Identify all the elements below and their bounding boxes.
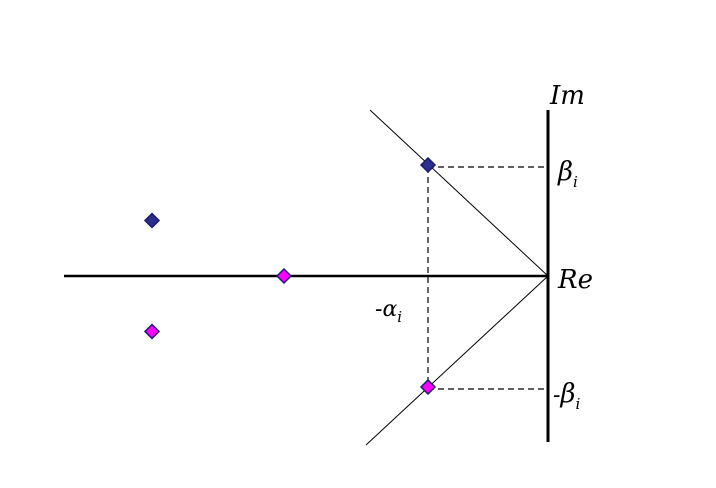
neg-alpha-symbol: α [382, 297, 397, 322]
neg-beta-label: -βi [553, 379, 580, 413]
damping-line-lower [365, 275, 549, 446]
neg-alpha-label: -αi [375, 297, 402, 326]
pole-marker [143, 212, 161, 229]
neg-alpha-subscript: i [397, 308, 402, 326]
real-axis-label: Re [557, 265, 593, 295]
pole-marker [419, 156, 437, 174]
imaginary-axis-label: Im [549, 81, 585, 111]
pole-marker [275, 267, 293, 285]
beta-subscript: i [573, 173, 578, 191]
beta-label: βi [557, 157, 578, 191]
neg-beta-subscript: i [575, 395, 580, 413]
damping-line-upper [369, 109, 549, 277]
neg-beta-prefix: - [553, 383, 560, 408]
beta-symbol: β [557, 157, 573, 187]
pole-marker [143, 323, 161, 340]
neg-beta-symbol: β [559, 379, 575, 409]
neg-alpha-prefix: - [375, 297, 382, 322]
pole-marker [419, 378, 437, 396]
poles-group [143, 156, 437, 396]
